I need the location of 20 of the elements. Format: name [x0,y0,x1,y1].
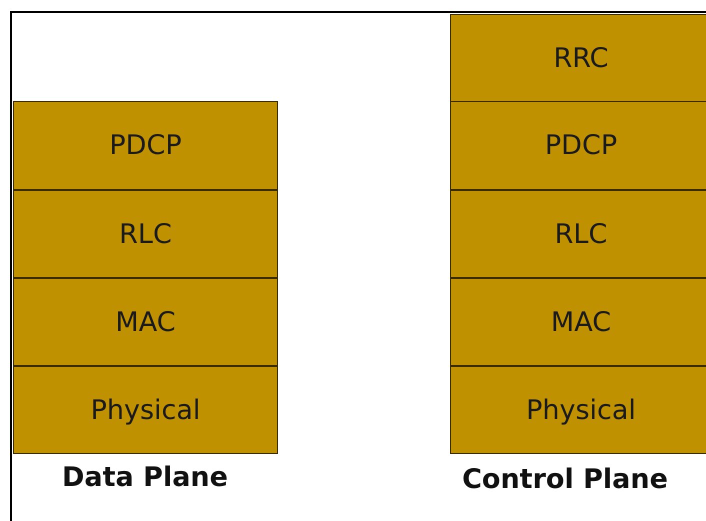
layer-name: MAC [550,306,612,338]
protocol-layer [13,101,278,190]
layer-name: RLC [119,218,172,250]
protocol-layer [450,190,706,278]
protocol-layer [450,366,706,454]
protocol-layer [450,14,706,102]
layer-name: PDCP [544,130,618,161]
protocol-layer [13,366,278,454]
layer-name: PDCP [109,130,182,161]
layer-name: MAC [115,306,176,338]
layer-name: RLC [554,218,608,250]
layer-name: RRC [553,42,609,74]
protocol-layer [13,278,278,366]
stack-title: Control Plane [462,464,668,495]
layer-name: Physical [90,394,200,426]
stack-title: Data Plane [62,462,228,493]
layer-name: Physical [526,394,636,426]
protocol-layer [450,101,706,190]
protocol-layer [450,278,706,366]
protocol-layer [13,190,278,278]
